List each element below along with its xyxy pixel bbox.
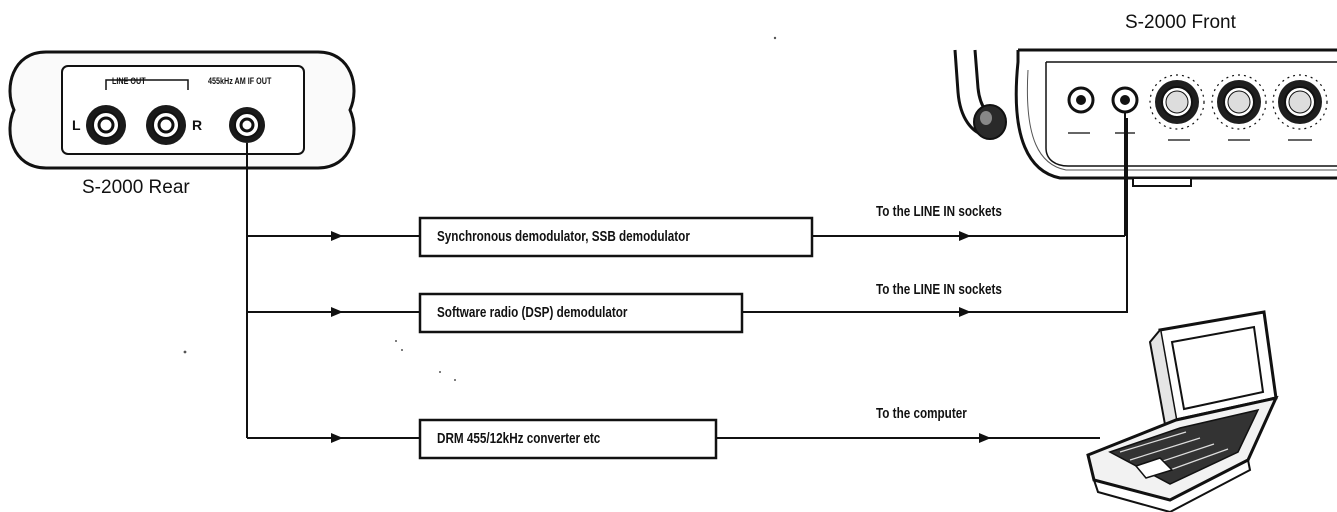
- rear-panel-title: S-2000 Rear: [82, 177, 190, 198]
- line-out-label: LINE OUT: [112, 76, 146, 86]
- line-out-right-jack: [146, 105, 186, 145]
- device-label-3: DRM 455/12kHz converter etc: [437, 430, 601, 447]
- right-channel-label: R: [192, 117, 203, 133]
- scan-specks: [183, 36, 777, 381]
- front-jack-2: [1111, 86, 1139, 114]
- output-label-1: To the LINE IN sockets: [876, 203, 1002, 220]
- front-panel-title: S-2000 Front: [1125, 12, 1236, 33]
- rear-panel: [8, 50, 356, 170]
- output-label-2: To the LINE IN sockets: [876, 281, 1002, 298]
- front-panel-markings: [1068, 132, 1312, 141]
- front-knob-3: [1272, 74, 1328, 130]
- if-out-label: 455kHz AM IF OUT: [208, 76, 272, 86]
- device-label-1: Synchronous demodulator, SSB demodulator: [437, 228, 690, 245]
- device-box-2: [418, 292, 744, 334]
- front-knob-1: [1149, 74, 1205, 130]
- signal-lines: [246, 112, 1128, 443]
- device-label-2: Software radio (DSP) demodulator: [437, 304, 628, 321]
- if-out-jack: [229, 107, 265, 143]
- left-channel-label: L: [72, 117, 81, 133]
- line-out-bracket: [105, 79, 189, 90]
- output-label-3: To the computer: [876, 405, 967, 422]
- front-panel: [953, 48, 1337, 187]
- front-knob-2: [1211, 74, 1267, 130]
- laptop-computer: [1086, 310, 1279, 512]
- front-jack-1: [1067, 86, 1095, 114]
- front-handle: [953, 49, 1007, 140]
- device-box-1: [418, 216, 814, 258]
- device-box-3: [418, 418, 718, 460]
- line-out-left-jack: [86, 105, 126, 145]
